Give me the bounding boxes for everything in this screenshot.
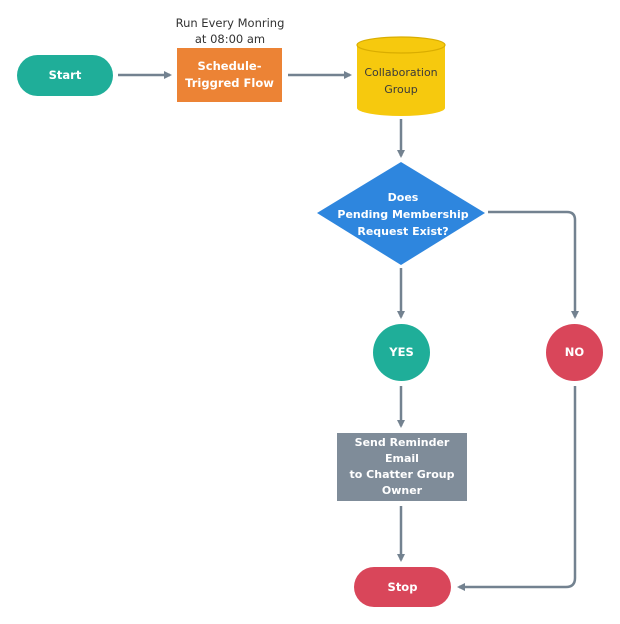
schedule-triggered-flow-node[interactable]: Schedule- Triggred Flow bbox=[177, 48, 282, 102]
connector-no-to-stop bbox=[457, 386, 577, 591]
stop-node[interactable]: Stop bbox=[354, 567, 451, 607]
yes-node[interactable]: YES bbox=[373, 324, 430, 381]
send-reminder-email-node[interactable]: Send Reminder Email to Chatter Group Own… bbox=[337, 433, 467, 501]
connector-decision-to-no bbox=[488, 210, 579, 319]
decision-diamond bbox=[317, 162, 485, 265]
decision-label: Does Pending Membership Request Exist? bbox=[337, 190, 469, 238]
no-node[interactable]: NO bbox=[546, 324, 603, 381]
connectors bbox=[118, 71, 579, 591]
schedule-note: Run Every Monring at 08:00 am bbox=[175, 16, 285, 46]
start-node[interactable]: Start bbox=[17, 55, 113, 96]
collaboration-group-label: Collaboration Group bbox=[364, 66, 438, 96]
collaboration-group-cylinder bbox=[356, 36, 446, 116]
